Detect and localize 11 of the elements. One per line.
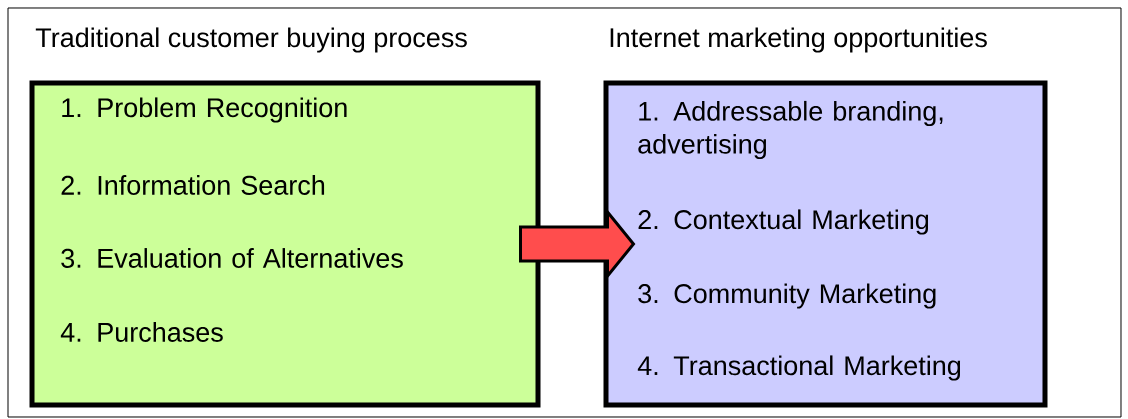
- heading: Traditional customer buying process: [35, 27, 467, 53]
- list-item: 3. Evaluation of Alternatives: [61, 248, 403, 268]
- list-item: 2. Information Search: [61, 175, 325, 195]
- list-item: 2. Contextual Marketing: [638, 209, 929, 235]
- block-arrow: [519, 207, 636, 281]
- list-item: 1. Problem Recognition: [62, 97, 347, 123]
- heading: Internet marketing opportunities: [610, 27, 987, 53]
- list-item: 1. Addressable branding, advertising: [638, 100, 943, 160]
- list-item: 4. Purchases: [60, 322, 223, 342]
- list-item: 4. Transactional Marketing: [637, 355, 961, 381]
- list-item: 3. Community Marketing: [638, 283, 936, 309]
